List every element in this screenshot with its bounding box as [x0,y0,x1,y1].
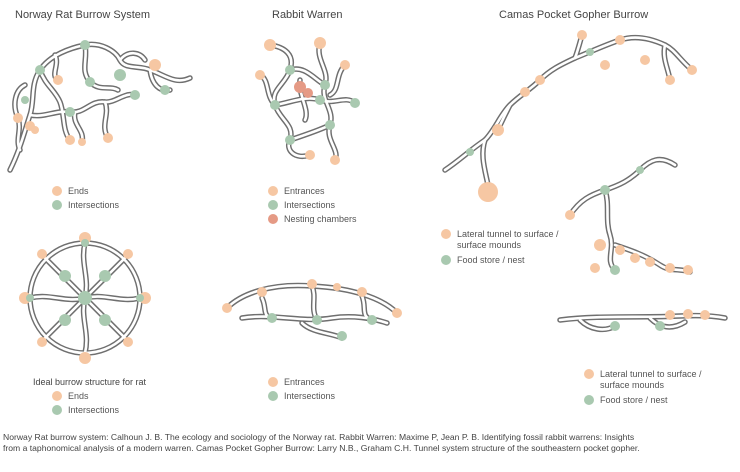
legend-label: Intersections [284,391,336,401]
rabbit-legend-top: Entrances Intersections Nesting chambers [268,186,357,228]
legend-label: Ends [68,391,89,401]
rat-legend-top: Ends Intersections [52,186,119,214]
rabbit-section-entrances [222,279,402,318]
food-store-swatch [441,255,451,265]
gopher-legend-bottom: Lateral tunnel to surface / surface moun… [584,369,710,409]
gopher-legend-top: Lateral tunnel to surface / surface moun… [441,229,567,269]
rabbit-title: Rabbit Warren [272,9,343,21]
ideal-rat-burrow-diagram [19,232,151,364]
food-store-swatch [584,395,594,405]
gopher-section-mounds [565,210,710,320]
rat-burrow-diagram [7,40,193,173]
rat-ends [13,59,161,146]
legend-label: Intersections [68,405,120,415]
end-swatch [52,186,62,196]
entrance-swatch [268,377,278,387]
legend-label: Entrances [284,377,325,387]
legend-label: Ends [68,186,89,196]
nesting-chamber-swatch [268,214,278,224]
gopher-burrow-diagram [442,30,697,202]
rabbit-legend-bottom: Entrances Intersections [268,377,335,405]
rabbit-section-intersections [267,313,377,341]
intersection-swatch [268,391,278,401]
intersection-swatch [52,405,62,415]
rabbit-warren-diagram [255,37,360,165]
legend-label: Food store / nest [457,255,525,265]
ideal-rat-caption: Ideal burrow structure for rat [33,377,147,387]
rat-intersections [21,40,170,117]
gopher-burrow-section-diagram [557,156,728,333]
intersection-swatch [268,200,278,210]
lateral-tunnel-swatch [584,369,594,379]
end-swatch [52,391,62,401]
gopher-section-food-stores [600,166,665,331]
citation-line-2: from a taphonomical analysis of a modern… [3,443,640,453]
rabbit-nesting-chambers [294,81,313,98]
rat-legend-bottom: Ends Intersections [52,391,119,419]
rat-title: Norway Rat Burrow System [15,9,151,21]
rabbit-warren-section-diagram [222,279,402,341]
rat-tunnels [7,41,193,173]
intersection-swatch [52,200,62,210]
rabbit-entrances [255,37,350,165]
lateral-tunnel-swatch [441,229,451,239]
ideal-rat-intersections [26,239,144,326]
gopher-title: Camas Pocket Gopher Burrow [499,9,649,21]
legend-label: Intersections [68,200,120,210]
legend-label: Lateral tunnel to surface / surface moun… [457,229,559,250]
legend-label: Nesting chambers [284,214,357,224]
legend-label: Intersections [284,200,336,210]
rabbit-intersections [270,65,360,145]
entrance-swatch [268,186,278,196]
source-citation: Norway Rat burrow system: Calhoun J. B. … [3,432,737,454]
legend-label: Entrances [284,186,325,196]
gopher-food-stores [466,48,594,156]
citation-line-1: Norway Rat burrow system: Calhoun J. B. … [3,432,635,442]
gopher-section-tunnels [557,156,728,333]
rabbit-section-tunnels [224,282,400,341]
legend-label: Food store / nest [600,395,668,405]
gopher-lateral-mounds [478,30,697,202]
legend-label: Lateral tunnel to surface / surface moun… [600,369,702,390]
